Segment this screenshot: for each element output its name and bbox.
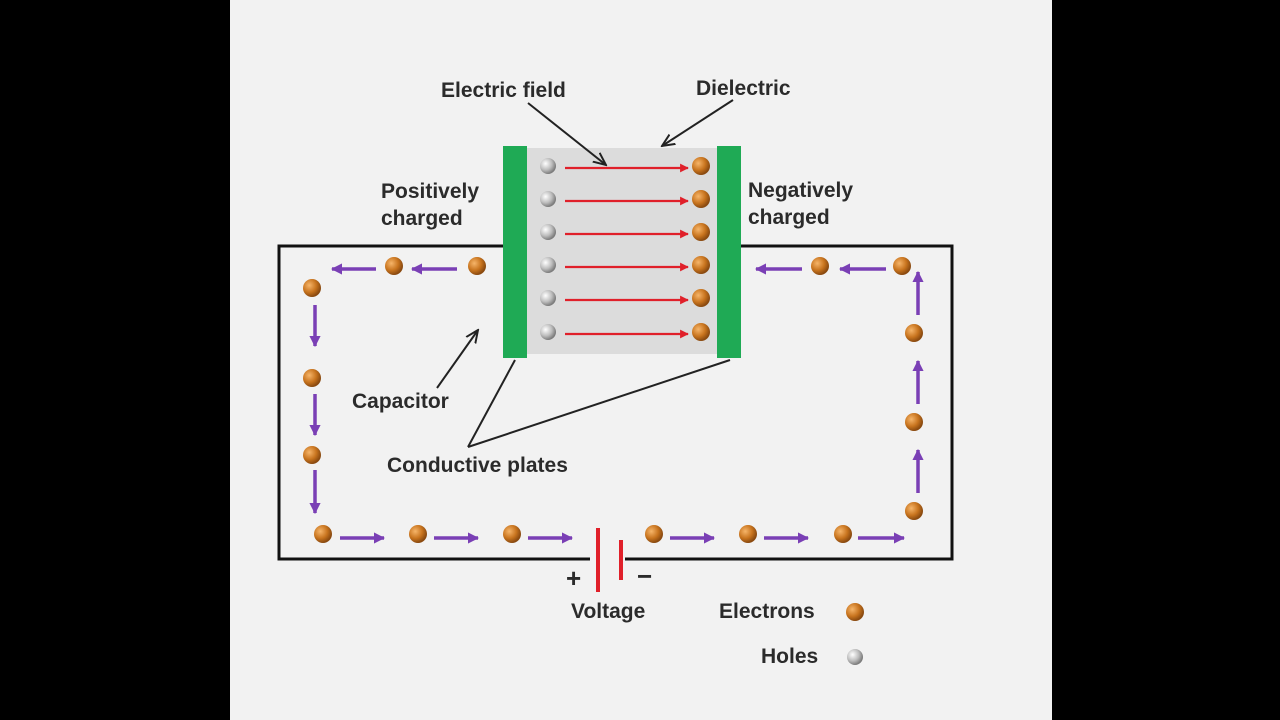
voltage-label: Voltage — [571, 600, 645, 623]
positively-charged-label-line1: Positively — [381, 180, 479, 203]
battery-symbol — [590, 528, 623, 592]
legend-electron-marker — [846, 603, 864, 621]
letterbox-left — [0, 0, 230, 720]
electric-field-label: Electric field — [441, 79, 566, 102]
legend: Electrons Holes — [719, 600, 864, 668]
letterbox-right — [1052, 0, 1280, 720]
electric-field-lines — [565, 163, 689, 339]
positive-terminal-label: + — [566, 563, 581, 593]
capacitor-label: Capacitor — [352, 390, 449, 413]
negatively-charged-label-line1: Negatively — [748, 179, 853, 202]
circuit-electrons — [303, 257, 923, 543]
legend-electrons-label: Electrons — [719, 600, 815, 623]
pointer-lines — [436, 99, 734, 448]
positively-charged-label-line2: charged — [381, 207, 463, 230]
negative-plate — [717, 146, 741, 358]
holes-on-plate — [540, 158, 556, 340]
negatively-charged-label-line2: charged — [748, 206, 830, 229]
electron-flow-arrows — [309, 263, 924, 544]
conductive-plates-label: Conductive plates — [387, 454, 568, 477]
legend-hole-marker — [847, 649, 863, 665]
electrons-on-plate — [692, 157, 710, 341]
dielectric-label: Dielectric — [696, 77, 791, 100]
positive-plate — [503, 146, 527, 358]
circuit-wire — [277, 244, 954, 561]
legend-holes-label: Holes — [761, 645, 818, 668]
negative-terminal-label: − — [637, 561, 652, 591]
dielectric-region — [527, 148, 717, 354]
